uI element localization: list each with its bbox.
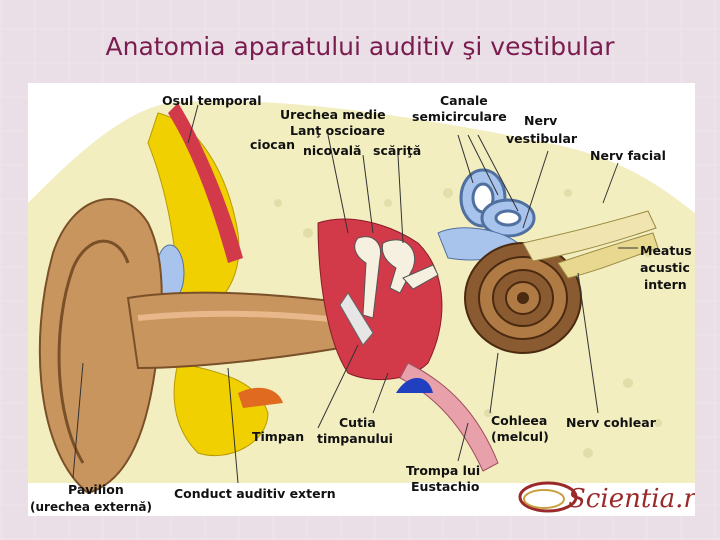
label-cutia-line2: timpanului <box>317 431 393 446</box>
label-cutia-line1: Cutia <box>339 415 376 430</box>
label-meatus-line2: acustic <box>640 260 690 275</box>
label-lant-oscioare: Lanţ oscioare <box>290 123 385 138</box>
label-scarita: scăriţă <box>373 143 421 158</box>
label-pavilion-line2: (urechea externă) <box>30 500 152 514</box>
label-meatus-line1: Meatus <box>640 243 692 258</box>
label-pavilion-line1: Pavilion <box>68 482 124 497</box>
logo-text: Scientia.ro <box>568 484 695 514</box>
label-urechea-medie: Urechea medie <box>280 107 386 122</box>
slide-title: Anatomia aparatului auditiv şi vestibula… <box>0 32 720 61</box>
label-nerv-vestibular-line1: Nerv <box>524 113 557 128</box>
label-ciocan: ciocan <box>250 137 295 152</box>
label-canale-line1: Canale <box>440 93 488 108</box>
label-trompa-line1: Trompa lui <box>406 463 480 478</box>
label-canale-line2: semicirculare <box>412 109 507 124</box>
label-osul-temporal: Osul temporal <box>162 93 262 108</box>
cochlea <box>465 243 581 353</box>
label-trompa-line2: Eustachio <box>411 479 480 494</box>
label-nerv-facial: Nerv facial <box>590 148 666 163</box>
label-cohleea-line2: (melcul) <box>491 429 549 444</box>
label-nicovala: nicovală <box>303 143 361 158</box>
ear-anatomy-diagram: Osul temporal Urechea medie Lanţ oscioar… <box>28 83 695 516</box>
label-meatus-line3: intern <box>644 277 687 292</box>
label-nerv-vestibular-line2: vestibular <box>506 131 578 146</box>
label-conduct-auditiv: Conduct auditiv extern <box>174 486 336 501</box>
label-timpan: Timpan <box>252 429 304 444</box>
label-cohleea-line1: Cohleea <box>491 413 547 428</box>
label-nerv-cohlear: Nerv cohlear <box>566 415 657 430</box>
